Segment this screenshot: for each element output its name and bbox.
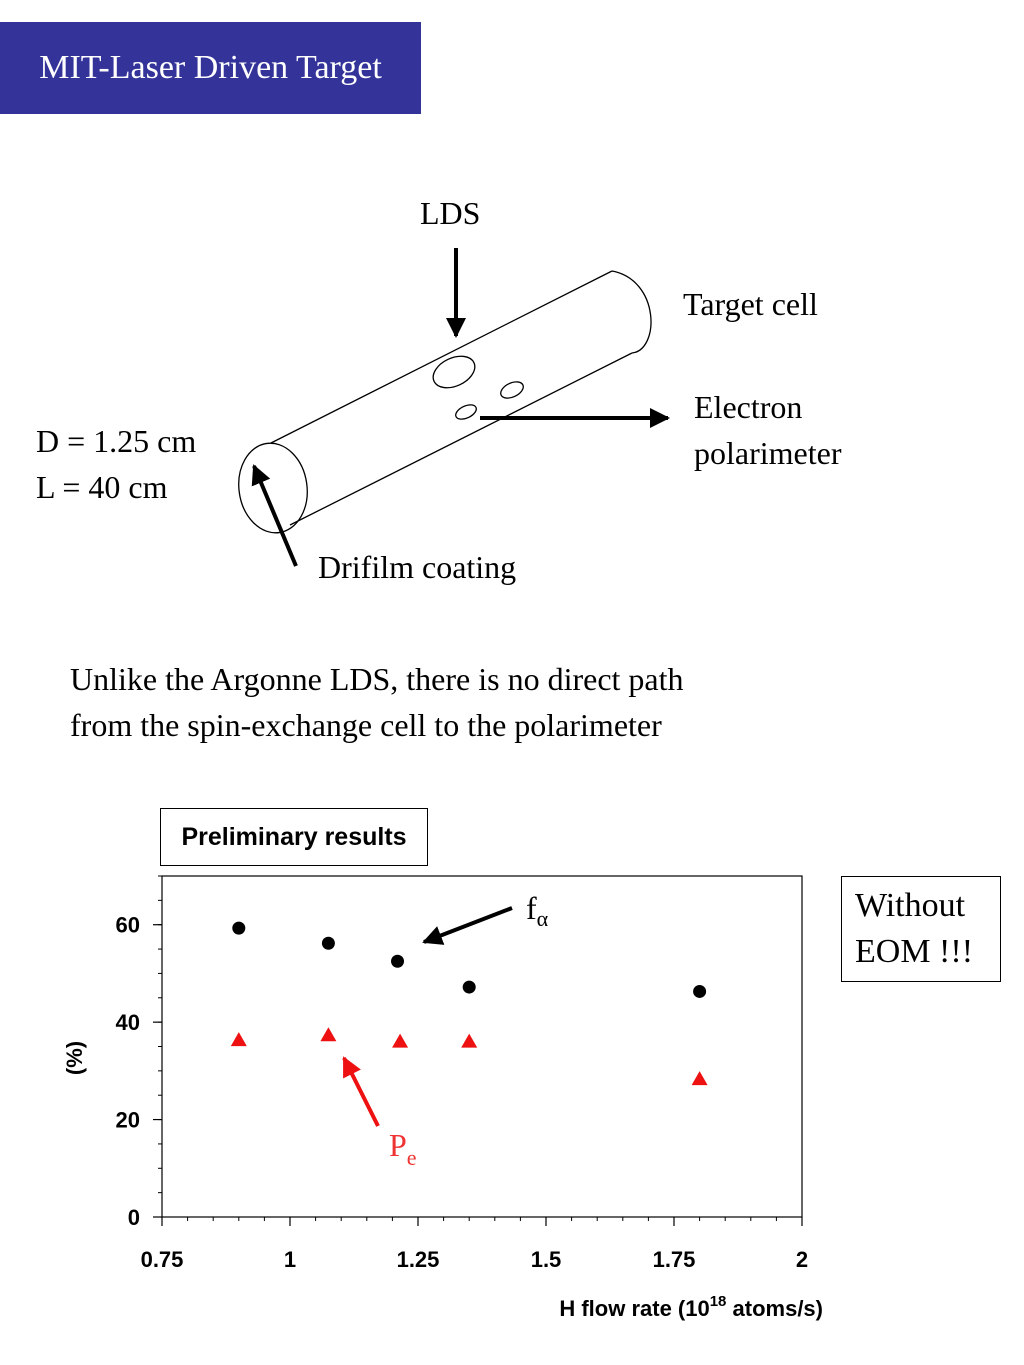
port-hole-small-2 <box>455 404 477 420</box>
f-alpha-point <box>462 980 476 994</box>
polarimeter-label: polarimeter <box>694 435 842 471</box>
coating-arrow <box>251 464 298 567</box>
electron-label: Electron <box>694 389 803 425</box>
f-alpha-point <box>693 984 707 998</box>
f-alpha-point <box>232 921 246 935</box>
x-axis-label: H flow rate (1018 atoms/s) <box>559 1293 823 1321</box>
pe-point <box>392 1033 409 1048</box>
y-axis-ticks: 0 20 40 60 <box>116 875 162 1230</box>
coating-label: Drifilm coating <box>318 549 517 585</box>
note-line-2: from the spin-exchange cell to the polar… <box>70 707 662 743</box>
eom-note-line-2: EOM !!! <box>855 933 974 970</box>
f-alpha-point <box>321 936 335 950</box>
slide-title: MIT-Laser Driven Target <box>39 49 382 86</box>
y-tick-label: 40 <box>116 1010 140 1035</box>
title-banner: MIT-Laser Driven Target <box>0 22 421 114</box>
x-tick-label: 1.5 <box>531 1247 562 1272</box>
lds-label: LDS <box>420 195 481 231</box>
y-tick-label: 0 <box>128 1205 140 1230</box>
target-cell-label: Target cell <box>683 286 818 322</box>
preliminary-results-label: Preliminary results <box>181 822 407 851</box>
cylinder-back-end <box>611 270 652 354</box>
eom-note-line-1: Without <box>855 887 966 924</box>
cylinder <box>238 270 652 534</box>
cylinder-front-end <box>238 442 308 534</box>
y-tick-label: 60 <box>116 913 140 938</box>
port-hole-small-1 <box>500 381 524 399</box>
pe-arrow <box>342 1056 380 1127</box>
target-cell-diagram <box>238 248 670 567</box>
x-tick-label: 1.75 <box>653 1247 696 1272</box>
f-alpha-label: fα <box>526 890 549 931</box>
data-points <box>230 921 708 1086</box>
pe-point <box>691 1071 708 1086</box>
plot-frame <box>161 875 803 1218</box>
pe-point <box>320 1027 337 1042</box>
note-line-1: Unlike the Argonne LDS, there is no dire… <box>70 661 684 697</box>
y-axis-label: (%) <box>62 1041 87 1075</box>
x-axis-ticks: 0.75 1 1.25 1.5 1.75 2 <box>141 1217 808 1272</box>
pe-point <box>461 1033 478 1048</box>
eom-note-box: Without EOM !!! <box>841 876 1001 982</box>
port-hole-large <box>432 355 476 389</box>
x-tick-label: 1.25 <box>397 1247 440 1272</box>
x-tick-label: 2 <box>796 1247 808 1272</box>
y-tick-label: 20 <box>116 1108 140 1133</box>
f-alpha-arrow <box>422 906 513 945</box>
cylinder-bottom-edge <box>289 352 633 526</box>
x-tick-label: 1 <box>284 1247 296 1272</box>
preliminary-results-box: Preliminary results <box>160 808 428 866</box>
cylinder-top-edge <box>270 270 613 444</box>
f-alpha-point <box>391 954 405 968</box>
pe-label: Pe <box>389 1127 417 1170</box>
dimension-d: D = 1.25 cm <box>36 423 197 459</box>
pe-point <box>230 1032 247 1047</box>
x-tick-label: 0.75 <box>141 1247 184 1272</box>
dimension-l: L = 40 cm <box>36 469 168 505</box>
